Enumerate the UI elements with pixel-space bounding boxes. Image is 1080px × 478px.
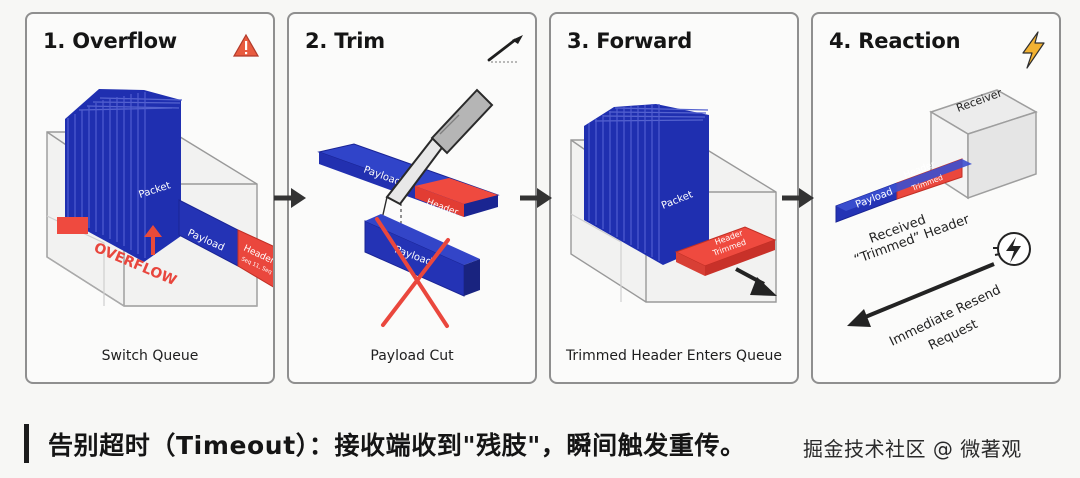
panel-title: 2. Trim (305, 29, 385, 53)
forward-arrow (735, 267, 777, 296)
received-packet: Payload Header Trimmed (835, 158, 972, 223)
resend-arrow (847, 262, 995, 327)
scalpel (381, 88, 494, 225)
resend-label: Immediate Resend Request (887, 283, 1003, 354)
watermark: 掘金技术社区 @ 微著观 (803, 437, 1022, 461)
warning-icon (232, 33, 260, 57)
panel-caption: Trimmed Header Enters Queue (565, 348, 783, 364)
arrow-right-icon (782, 188, 814, 208)
arrow-right-icon (274, 188, 306, 208)
summary-text: 告别超时（Timeout）：接收端收到"残肢"，瞬间触发重传。 (48, 431, 746, 460)
receiver-box: Receiver (929, 86, 1038, 200)
panel-title: 3. Forward (567, 29, 693, 53)
received-label: Received “Trimmed” Header (852, 212, 972, 268)
panel-trim: 2. Trim Payload Header (287, 12, 537, 384)
trimmed-header-packet: Header Trimmed (674, 226, 777, 276)
resend-icon (993, 232, 1031, 266)
scalpel-icon (487, 35, 523, 63)
overflow-packet: Payload Header Seq 11, Seq 22 (178, 199, 273, 288)
overflow-illustration: Packet OVERFLOW Payload Header Seq 11, S… (46, 33, 273, 307)
forward-illustration: Packet Header Trimmed (570, 104, 777, 303)
lightning-icon (1022, 31, 1045, 69)
cross-out-mark (375, 217, 450, 328)
forward-packet-stack: Packet (584, 104, 709, 265)
panel-caption: Payload Cut (370, 348, 454, 364)
panel-caption: Switch Queue (101, 348, 199, 364)
trim-illustration: Payload Header Payload (317, 35, 523, 328)
panel-reaction: 4. Reaction Receiver Payload Header Trim… (811, 12, 1061, 384)
summary-accent-bar (24, 424, 29, 463)
reaction-illustration: Receiver Payload Header Trimmed Received… (835, 31, 1045, 354)
arrow-right-icon (520, 188, 552, 208)
panel-overflow: 1. Overflow (25, 12, 275, 384)
packet-stack: Packet (65, 89, 183, 262)
panel-title: 1. Overflow (43, 29, 178, 53)
panel-forward: 3. Forward (549, 12, 799, 384)
panel-title: 4. Reaction (829, 29, 961, 53)
